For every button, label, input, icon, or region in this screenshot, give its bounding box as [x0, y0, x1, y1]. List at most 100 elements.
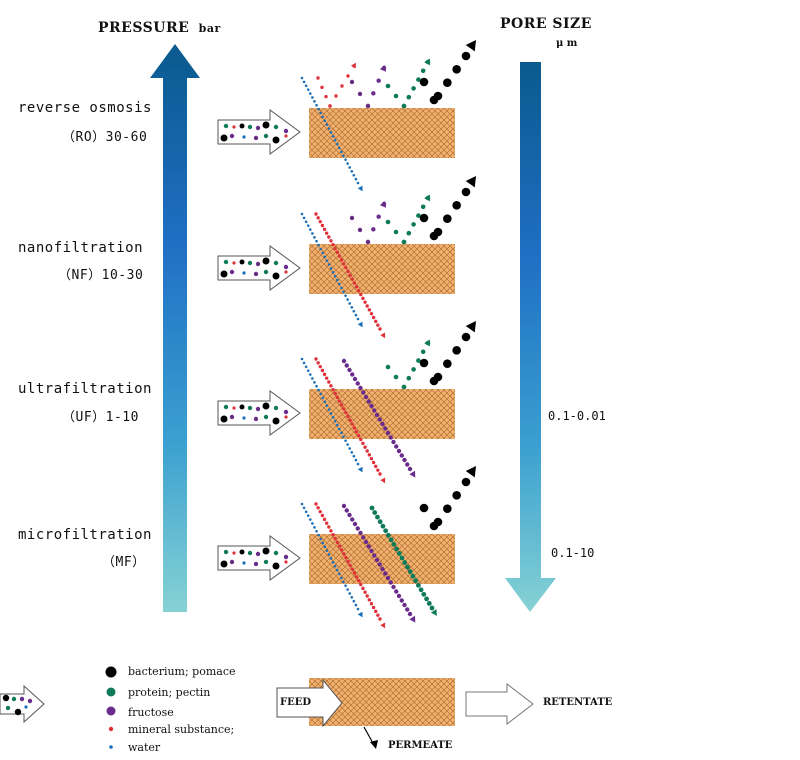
feed-particle — [220, 270, 228, 278]
particle — [369, 505, 375, 511]
legend-feed-particle — [14, 708, 22, 716]
flow-key — [276, 678, 534, 749]
particle — [342, 154, 345, 158]
particle — [331, 561, 335, 564]
particle — [452, 346, 461, 355]
particle — [313, 526, 316, 529]
particle — [322, 517, 327, 522]
particle — [363, 394, 369, 400]
feed-particle — [247, 405, 253, 411]
particle — [416, 358, 421, 363]
particle — [300, 212, 304, 216]
particle — [443, 504, 452, 513]
particle — [399, 598, 404, 603]
particle — [327, 263, 331, 266]
feed-particle — [273, 260, 279, 266]
particle — [452, 201, 461, 210]
particle — [342, 407, 346, 411]
particle — [329, 131, 333, 134]
feed-particle — [255, 406, 261, 412]
feed-particle — [232, 406, 236, 410]
particle — [325, 123, 329, 126]
particle — [367, 308, 372, 312]
particle — [366, 399, 371, 404]
particle — [311, 232, 314, 235]
particle — [355, 381, 360, 386]
particle — [375, 514, 380, 520]
feed-particle — [263, 414, 269, 420]
particle — [306, 369, 310, 372]
particle — [315, 384, 318, 388]
legend-label-fructose: fructose — [128, 706, 174, 719]
particle — [344, 410, 348, 415]
particle — [313, 100, 316, 103]
particle — [356, 288, 361, 293]
particle — [354, 603, 358, 607]
particle — [344, 508, 349, 513]
particle — [374, 319, 378, 324]
particle — [411, 86, 416, 91]
feed-particle — [272, 272, 280, 280]
feed-particle — [247, 124, 253, 130]
particle — [308, 373, 312, 376]
legend-label-mineral: mineral substance; — [128, 723, 235, 736]
particle — [338, 572, 341, 576]
particle — [393, 374, 399, 380]
stream-arrowhead — [465, 40, 476, 52]
particle — [394, 589, 399, 594]
particle — [352, 599, 356, 603]
particle — [388, 580, 393, 585]
particle — [321, 396, 325, 400]
particle — [339, 548, 344, 552]
feed-particle — [263, 559, 269, 565]
legend-swatch — [106, 706, 116, 716]
particle — [331, 416, 335, 419]
particle — [377, 417, 382, 422]
particle — [304, 365, 308, 369]
particle — [335, 278, 339, 282]
particle — [361, 586, 365, 591]
particle — [354, 430, 359, 434]
particle — [391, 541, 397, 547]
particle — [393, 229, 399, 235]
particle — [452, 491, 461, 500]
feed-particle — [253, 416, 259, 422]
particle — [350, 306, 354, 309]
particle — [354, 177, 358, 181]
feed-particle — [263, 133, 269, 139]
particle — [315, 529, 318, 533]
process-name-ro: reverse osmosis — [18, 100, 152, 116]
particle — [380, 421, 385, 427]
particle — [380, 523, 386, 529]
particle — [405, 462, 410, 467]
particle — [311, 96, 314, 99]
particle — [359, 437, 363, 442]
stream-arrowhead — [380, 477, 386, 484]
feed-arrow — [217, 535, 301, 581]
feed-particle — [284, 270, 288, 274]
feed-particle — [284, 560, 288, 564]
particle — [357, 91, 363, 97]
feed-particle — [273, 405, 279, 411]
particle — [376, 613, 380, 617]
particle — [391, 439, 396, 445]
particle — [380, 566, 385, 572]
particle — [350, 170, 354, 173]
pressure-title: PRESSURE bar — [98, 20, 221, 36]
particle — [346, 588, 349, 591]
legend-feed-particle — [2, 694, 10, 702]
feed-particle — [232, 125, 236, 129]
particle — [374, 412, 380, 418]
particle — [333, 138, 337, 142]
particle — [333, 391, 337, 396]
particle — [371, 91, 376, 96]
feed-particle — [272, 136, 280, 144]
particle — [342, 580, 345, 584]
particle — [385, 83, 391, 89]
particle — [399, 453, 404, 458]
particle — [358, 385, 363, 391]
particle — [421, 591, 427, 597]
particle — [304, 220, 308, 224]
stream-arrowhead — [409, 470, 416, 478]
membrane — [309, 389, 455, 439]
